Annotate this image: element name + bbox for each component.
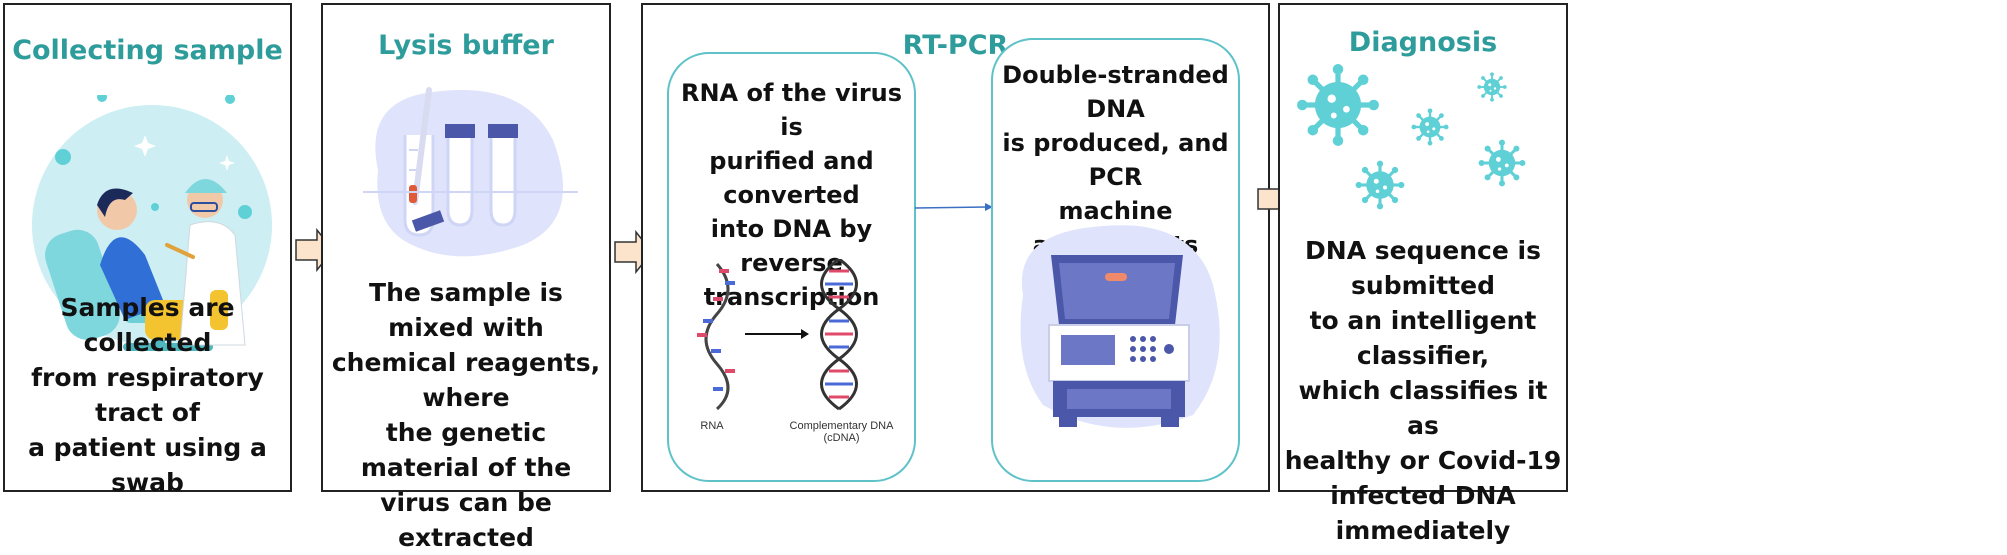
virus-icon xyxy=(1476,71,1508,103)
virus-icon xyxy=(1354,159,1406,211)
rna-to-dna-illustration xyxy=(697,259,858,411)
text-line: healthy or Covid-19 xyxy=(1284,446,1562,475)
panel-title: Lysis buffer xyxy=(378,30,554,61)
cdna-label-line: (cDNA) xyxy=(823,432,860,444)
panel-rt-pcr: RT-PCR RNA of the virus is purified and … xyxy=(641,3,1270,492)
step-pcr-amplification: Double-stranded DNA is produced, and PCR… xyxy=(991,38,1240,482)
text-line: chemical reagents, where xyxy=(331,348,601,412)
text-line: to an intelligent classifier, xyxy=(1309,306,1537,370)
virus-icon xyxy=(1477,138,1527,188)
text-line: a patient using a swab xyxy=(28,433,267,497)
cdna-label-line: Complementary DNA xyxy=(789,420,894,432)
text-line: into DNA by reverse xyxy=(710,215,873,277)
panel-collecting-sample: Collecting sample Samples are collected … xyxy=(3,3,292,497)
text-line: is produced, and PCR xyxy=(1002,129,1229,191)
virus-icon xyxy=(1410,107,1450,147)
cdna-label: Complementary DNA (cDNA) xyxy=(779,420,904,444)
pcr-machine-illustration xyxy=(1020,225,1220,428)
panel-title: Diagnosis xyxy=(1348,27,1498,58)
text-line: virus can be extracted xyxy=(380,488,552,552)
text-line: Samples are collected xyxy=(60,293,235,357)
panel-diagnosis: Diagnosis DNA sequ xyxy=(1278,3,1568,545)
sample-collection-illustration xyxy=(32,95,272,351)
panel-title: RT-PCR xyxy=(902,30,1009,61)
panel-description: The sample is mixed with chemical reagen… xyxy=(323,275,609,555)
text-line: Double-stranded DNA xyxy=(1002,61,1229,123)
virus-icon xyxy=(1297,64,1379,146)
panel-lysis-buffer: Lysis buffer The sample is mixed with ch… xyxy=(321,3,611,552)
step-reverse-transcription: RNA of the virus is purified and convert… xyxy=(667,52,916,482)
test-tubes-illustration xyxy=(363,87,578,257)
rna-label: RNA xyxy=(700,420,724,432)
text-line: The sample is mixed with xyxy=(369,278,563,342)
panel-title: Collecting sample xyxy=(12,35,283,66)
panel-description: DNA sequence is submitted to an intellig… xyxy=(1280,233,1566,548)
text-line: purified and converted xyxy=(709,147,874,209)
text-line: infected DNA immediately xyxy=(1330,481,1516,545)
text-line: from respiratory tract of xyxy=(31,363,264,427)
step-connector-icon xyxy=(915,203,993,211)
virus-particles-illustration xyxy=(1280,55,1527,211)
text-line: RNA of the virus is xyxy=(680,79,903,141)
panel-description: Samples are collected from respiratory t… xyxy=(5,290,290,500)
text-line: DNA sequence is submitted xyxy=(1305,236,1541,300)
text-line: the genetic material of the xyxy=(360,418,572,482)
text-line: which classifies it as xyxy=(1298,376,1548,440)
